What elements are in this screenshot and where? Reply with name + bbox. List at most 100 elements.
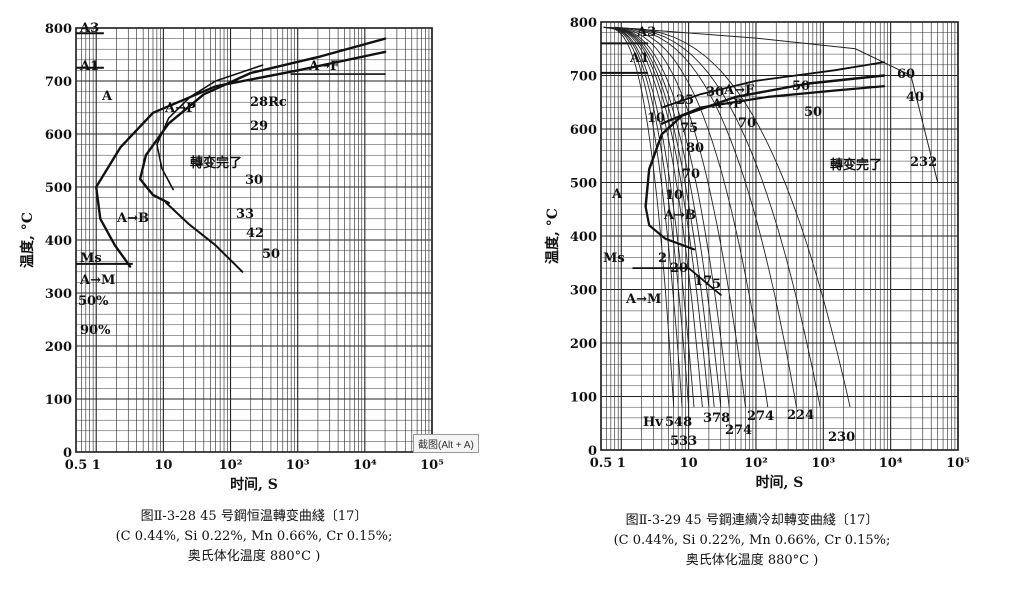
ttt-caption-title: 图Ⅱ-3-28 45 号鋼恒温轉变曲綫〔17〕	[141, 508, 368, 524]
ttt-label-hardness: 42	[246, 226, 264, 241]
cct-label-a3: A3	[636, 25, 656, 40]
cct-xtick: 10³	[811, 456, 835, 471]
cct-label-a-to-p: A→P	[711, 97, 743, 112]
cct-cooling-curve	[603, 26, 690, 408]
cct-cooling-curve	[603, 26, 821, 408]
ttt-xtick: 10³	[286, 458, 310, 473]
ttt-label-a-to-f: A→F	[308, 59, 340, 74]
ttt-xtick: 10²	[219, 458, 243, 473]
ttt-label-hardness: 29	[250, 119, 268, 134]
cct-xtick: 10⁵	[946, 456, 970, 471]
cct-label-percent: 10	[647, 111, 665, 126]
cct-xtick: 10	[680, 456, 698, 471]
cct-series-f-region	[660, 61, 885, 109]
ttt-xtick: 1	[92, 458, 101, 473]
ttt-label-hardness: 50	[262, 247, 280, 262]
cct-series-finish	[660, 85, 886, 125]
screenshot-tooltip: 截图(Alt + A)	[413, 434, 479, 453]
ttt-series-start	[95, 50, 387, 268]
cct-label-a-to-f: A→F	[723, 83, 755, 98]
ttt-xtick: 10⁴	[353, 458, 377, 473]
ttt-ylabel: 温度, °C	[19, 212, 36, 268]
cct-cooling-curve	[603, 26, 746, 408]
ttt-label-hardness: 30	[245, 173, 263, 188]
cct-ytick: 400	[570, 230, 597, 245]
cct-label-percent: 20	[670, 261, 688, 276]
cct-cooling-curve	[603, 26, 722, 408]
ttt-label-a3: A3	[79, 21, 99, 36]
ttt-label-50pct: 50%	[78, 294, 109, 309]
cct-label-hv-value: 533	[670, 434, 697, 449]
ttt-ytick: 100	[45, 393, 72, 408]
ttt-series-inner	[156, 64, 264, 191]
cct-ytick: 300	[570, 284, 597, 299]
ttt-label-a-to-m: A→M	[79, 273, 115, 288]
cct-label-percent: 60	[897, 67, 915, 82]
ttt-label-hardness: 33	[236, 207, 254, 222]
cct-cooling-curve	[603, 26, 715, 408]
cct-label-percent: 50	[792, 79, 810, 94]
cct-xtick: 1	[617, 456, 626, 471]
cct-label-hv-value: 224	[787, 408, 814, 423]
cct-cooling-curve	[603, 26, 851, 408]
ttt-label-a: A	[101, 89, 113, 104]
cct-ytick: 600	[570, 123, 597, 138]
ttt-label-ms: Ms	[80, 251, 102, 266]
ttt-xtick: 0.5	[65, 458, 88, 473]
ttt-series-lower	[165, 201, 244, 273]
cct-label-percent: 70	[738, 116, 756, 131]
cct-ytick: 100	[570, 391, 597, 406]
cct-xtick: 10⁴	[879, 456, 903, 471]
cct-label-percent: 10	[665, 188, 683, 203]
cct-label-hv: Hv	[643, 415, 663, 430]
cct-ytick: 700	[570, 70, 597, 85]
cct-ytick: 800	[570, 16, 597, 31]
cct-label-percent: 80	[686, 141, 704, 156]
ttt-label-a-to-p: A→P	[164, 101, 196, 116]
cct-xtick: 0.5	[590, 456, 613, 471]
cct-caption-composition: (C 0.44%, Si 0.22%, Mn 0.66%, Cr 0.15%;	[614, 533, 891, 548]
cct-label-percent: 70	[682, 167, 700, 182]
cct-label-percent: 17	[694, 274, 712, 289]
cct-cooling-curve	[603, 26, 730, 408]
ttt-label-hardness: 28Rc	[250, 95, 287, 110]
cct-slow-cooling-curve	[614, 26, 939, 183]
cct-ytick: 0	[588, 444, 597, 459]
cct-caption-title: 图Ⅱ-3-29 45 号鋼連續冷却轉变曲綫〔17〕	[626, 512, 879, 528]
cct-label-hv-value: 230	[828, 430, 855, 445]
cct-label-a-to-b: A→B	[663, 208, 696, 223]
ttt-ytick: 500	[45, 181, 72, 196]
ttt-ytick: 0	[63, 446, 72, 461]
cct-label-hv-value: 274	[725, 423, 752, 438]
cct-label-a-to-m: A→M	[625, 292, 661, 307]
ttt-label-transformation-complete: 轉变完了	[190, 155, 242, 171]
cct-label-percent: 232	[910, 155, 937, 170]
cct-label-hv-value: 548	[665, 415, 692, 430]
cct-series-ms	[632, 267, 722, 296]
cct-cooling-curve	[603, 26, 683, 408]
cct-label-percent: 2	[658, 251, 667, 266]
cct-label-a1: A1	[629, 51, 649, 66]
cct-xtick: 10²	[744, 456, 768, 471]
cct-ylabel: 温度, °C	[544, 208, 561, 264]
cct-cooling-curve	[603, 26, 703, 408]
cct-label-percent: 75	[680, 121, 698, 136]
ttt-caption-austenitize: 奥氏体化温度 880°C )	[188, 548, 321, 564]
ttt-xlabel: 时间, S	[230, 476, 278, 493]
ttt-ytick: 800	[45, 22, 72, 37]
ttt-ytick: 600	[45, 128, 72, 143]
ttt-ytick: 300	[45, 287, 72, 302]
cct-ytick: 500	[570, 177, 597, 192]
cct-label-percent: 25	[676, 93, 694, 108]
cct-cooling-curve	[603, 26, 675, 408]
cct-label-hv-value: 378	[703, 411, 730, 426]
cct-xlabel: 时间, S	[756, 474, 804, 491]
cct-cooling-curve	[603, 26, 769, 408]
cct-cooling-curve	[603, 26, 695, 408]
ttt-xtick: 10	[154, 458, 172, 473]
ttt-ytick: 700	[45, 75, 72, 90]
cct-series-bainite	[644, 205, 696, 251]
cct-label-percent: 5	[712, 277, 721, 292]
